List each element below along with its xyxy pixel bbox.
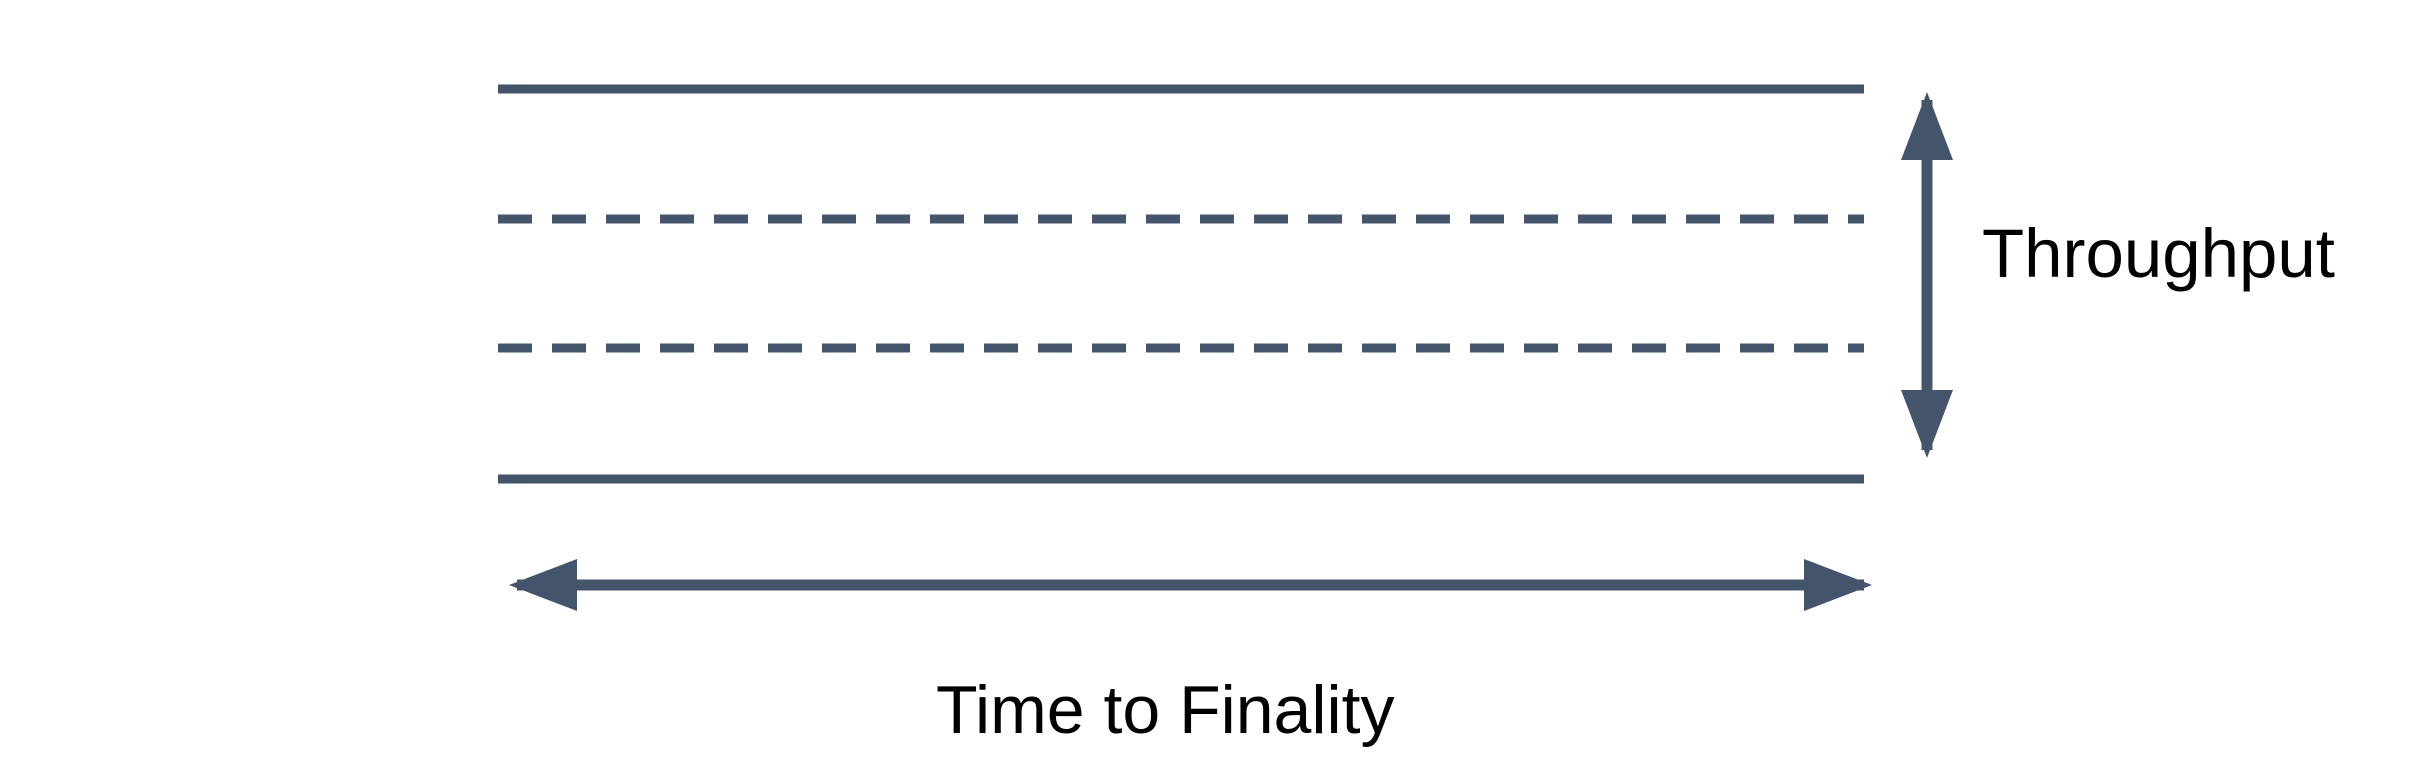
throughput-arrow-head-up: [1901, 92, 1953, 160]
time-to-finality-label: Time to Finality: [936, 672, 1395, 748]
throughput-arrow: [1901, 92, 1953, 458]
lane-lines: [498, 84, 1864, 484]
throughput-label: Throughput: [1982, 215, 2335, 292]
time-to-finality-arrow-head-right: [1804, 559, 1872, 611]
throughput-arrow-head-down: [1901, 390, 1953, 458]
time-to-finality-arrow: [509, 559, 1872, 611]
time-to-finality-arrow-head-left: [509, 559, 577, 611]
